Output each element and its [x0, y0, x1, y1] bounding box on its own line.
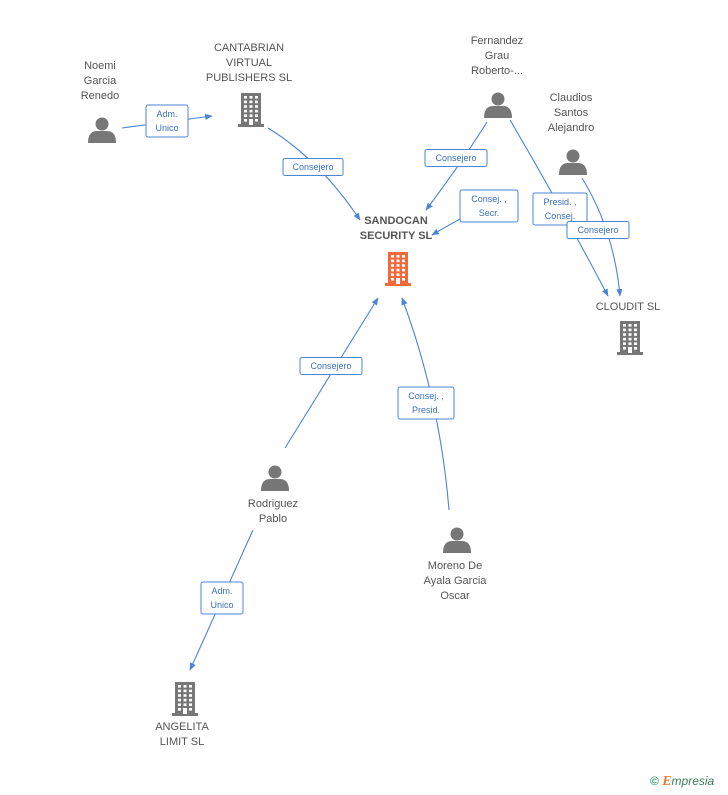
- node-label-line: Santos: [554, 107, 589, 119]
- edge-label-claudios-cloudit[interactable]: Consejero: [566, 221, 630, 239]
- edge-label-box: [566, 221, 630, 239]
- node-label-line: Roberto-...: [471, 65, 523, 77]
- node-cloudit[interactable]: CLOUDIT SL: [596, 301, 661, 355]
- node-label-line: Claudios: [550, 92, 593, 104]
- building-icon: [385, 252, 411, 286]
- edge-label-text: Consej. ,: [471, 194, 507, 204]
- node-cantabrian[interactable]: CANTABRIAN VIRTUAL PUBLISHERS SL: [206, 42, 292, 127]
- building-icon: [172, 682, 198, 716]
- node-label-line: Fernandez: [471, 35, 524, 47]
- node-label-line: Oscar: [440, 590, 470, 602]
- node-label-line: Renedo: [81, 90, 120, 102]
- edge-label-text: Presid.: [412, 405, 440, 415]
- node-label-line: Noemi: [84, 60, 116, 72]
- edge-label-text: Consej. ,: [408, 391, 444, 401]
- edge-label-rodriguez-sandocan[interactable]: Consejero: [299, 357, 363, 375]
- node-fernandez[interactable]: FernandezGrauRoberto-...: [471, 35, 524, 118]
- copyright-symbol: ©: [650, 774, 659, 788]
- building-icon: [238, 93, 264, 127]
- node-label-line: Grau: [485, 50, 509, 62]
- edge-label-box: [424, 149, 488, 167]
- edge-label-box: [299, 357, 363, 375]
- person-icon: [559, 149, 587, 175]
- empresia-brand: © Empresia: [650, 774, 714, 790]
- edge-label-text: Consejero: [292, 162, 333, 172]
- node-label-line: Ayala Garcia: [424, 575, 488, 587]
- node-label-line: Pablo: [259, 513, 287, 525]
- edge-label-text: Consejero: [310, 361, 351, 371]
- edge-label-box: [459, 189, 519, 223]
- brand-rest: mpresia: [671, 774, 715, 788]
- node-label-line: Garcia: [84, 75, 117, 87]
- person-icon: [484, 92, 512, 118]
- node-label-line: SANDOCAN: [364, 215, 428, 227]
- edge-label-fernandez-sandocan-consejero[interactable]: Consejero: [424, 149, 488, 167]
- node-label-line: ANGELITA: [155, 721, 209, 733]
- edge-label-text: Unico: [210, 600, 233, 610]
- node-label-line: Rodriguez: [248, 498, 298, 510]
- node-label-line: VIRTUAL: [226, 57, 272, 69]
- node-label-line: SECURITY SL: [360, 230, 433, 242]
- node-label-line: PUBLISHERS SL: [206, 72, 292, 84]
- edge-label-fernandez-cloudit[interactable]: Presid. , Consej.: [532, 192, 588, 226]
- building-icon: [617, 321, 643, 355]
- edge-label-text: Secr.: [479, 208, 500, 218]
- node-label-line: Alejandro: [548, 122, 594, 134]
- edge-label-rodriguez-angelita[interactable]: Adm. Unico: [200, 581, 244, 615]
- edge-label-moreno-sandocan[interactable]: Consej. , Presid.: [397, 386, 455, 420]
- edge-label-text: Presid. ,: [543, 197, 576, 207]
- person-icon: [88, 117, 116, 143]
- edge-label-text: Consejero: [577, 225, 618, 235]
- edge-label-text: Consejero: [435, 153, 476, 163]
- edge-label-box: [145, 104, 189, 138]
- node-angelita[interactable]: ANGELITA LIMIT SL: [155, 682, 209, 748]
- person-icon: [261, 465, 289, 491]
- brand-initial: E: [662, 774, 672, 789]
- edge-label-box: [282, 158, 344, 176]
- person-icon: [443, 527, 471, 553]
- edge-label-text: Adm.: [211, 586, 232, 596]
- edge-label-box: [532, 192, 588, 226]
- node-label-line: CANTABRIAN: [214, 42, 284, 54]
- edge-label-box: [200, 581, 244, 615]
- node-label-line: LIMIT SL: [160, 736, 204, 748]
- node-label-line: Moreno De: [428, 560, 482, 572]
- edge-label-fernandez-sandocan-secr[interactable]: Consej. , Secr.: [459, 189, 519, 223]
- node-sandocan[interactable]: SANDOCAN SECURITY SL: [360, 215, 433, 286]
- edge-label-cantabrian-sandocan[interactable]: Consejero: [282, 158, 344, 176]
- edge-label-text: Consej.: [545, 211, 576, 221]
- edge-label-text: Unico: [155, 123, 178, 133]
- edge-label-box: [397, 386, 455, 420]
- edge-label-text: Adm.: [156, 109, 177, 119]
- edge-label-noemi-cantabrian[interactable]: Adm. Unico: [145, 104, 189, 138]
- node-label-line: CLOUDIT SL: [596, 301, 661, 313]
